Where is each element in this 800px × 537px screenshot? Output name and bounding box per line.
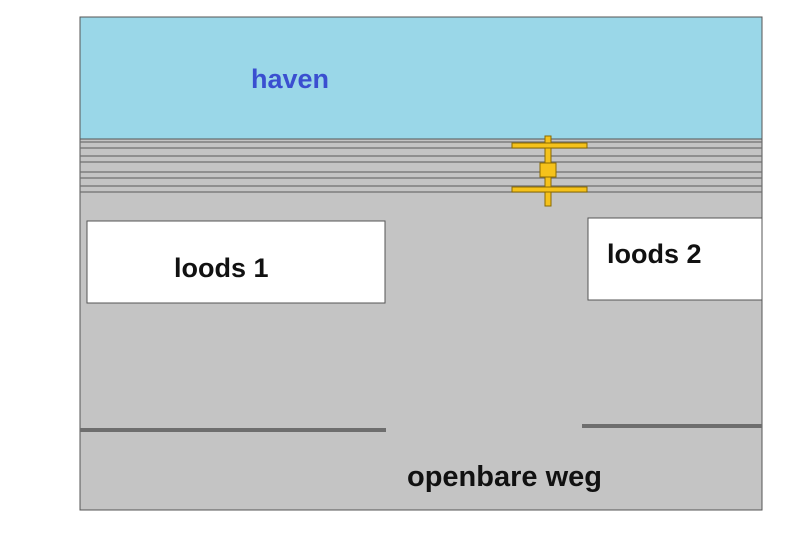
fence-right	[582, 424, 762, 428]
harbor-label: haven	[251, 64, 330, 94]
fence-left	[80, 428, 386, 432]
warehouse-2	[587, 217, 763, 301]
crane-rails	[80, 141, 762, 193]
warehouse-2-label: loods 2	[607, 239, 702, 269]
harbor-water	[79, 16, 763, 140]
warehouse-1-label: loods 1	[174, 253, 269, 283]
gantry-crane-icon	[511, 135, 588, 207]
warehouse-1	[86, 220, 386, 304]
public-road-label: openbare weg	[407, 461, 602, 493]
